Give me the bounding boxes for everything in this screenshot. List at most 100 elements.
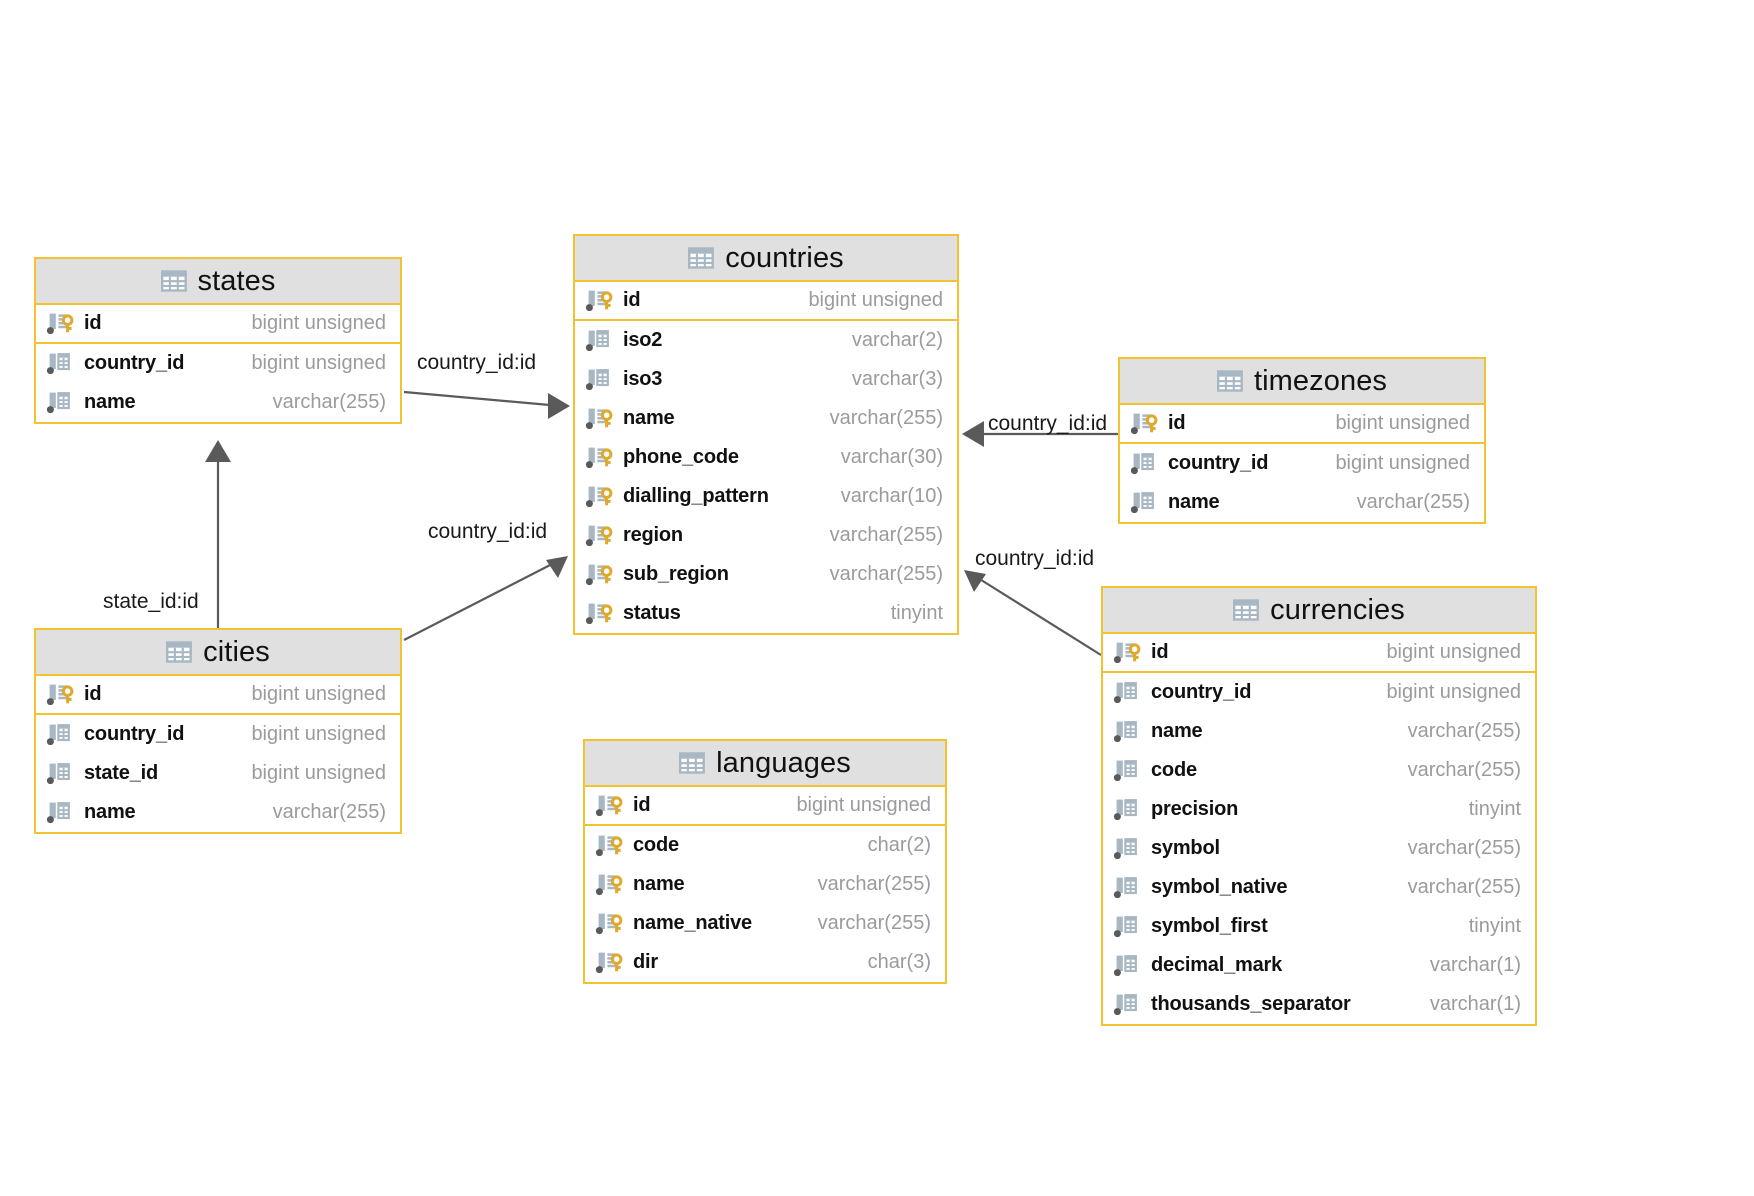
field-row[interactable]: name varchar(255): [36, 383, 400, 422]
field-name: country_id: [84, 723, 185, 745]
field-row[interactable]: code varchar(255): [1103, 751, 1535, 790]
field-name: decimal_mark: [1151, 954, 1283, 976]
relationship-arrowhead: [548, 393, 570, 419]
field-name: region: [623, 524, 683, 546]
table-header-cities[interactable]: cities: [36, 630, 400, 676]
field-type: bigint unsigned: [1335, 412, 1470, 434]
relationship-cities-countries: [403, 556, 568, 641]
field-type: varchar(10): [840, 485, 943, 507]
table-grid-icon: [1233, 599, 1260, 621]
column-icon: [1113, 915, 1137, 937]
field-row[interactable]: name varchar(255): [36, 793, 400, 832]
column-icon: [1113, 993, 1137, 1015]
field-name: country_id: [84, 352, 185, 374]
field-row[interactable]: country_id bigint unsigned: [36, 715, 400, 754]
table-grid-icon: [166, 641, 193, 663]
table-grid-icon: [1216, 370, 1243, 392]
field-type: bigint unsigned: [796, 794, 931, 816]
column-icon: [1113, 759, 1137, 781]
field-type: varchar(1): [1429, 954, 1521, 976]
field-row[interactable]: id bigint unsigned: [36, 305, 400, 344]
field-type: tinyint: [1468, 798, 1521, 820]
field-name: name: [1151, 720, 1203, 742]
field-name: id: [84, 312, 102, 334]
table-title: currencies: [1270, 593, 1405, 626]
column-icon: [1130, 452, 1154, 474]
column-key-icon: [585, 486, 613, 507]
field-type: varchar(255): [829, 524, 943, 546]
field-type: varchar(255): [272, 801, 386, 823]
field-type: bigint unsigned: [251, 312, 386, 334]
relationship-cities-states: [205, 440, 231, 628]
field-row[interactable]: name_native varchar(255): [585, 904, 945, 943]
field-type: bigint unsigned: [251, 723, 386, 745]
column-key-icon: [585, 290, 613, 311]
field-row[interactable]: decimal_mark varchar(1): [1103, 946, 1535, 985]
field-row[interactable]: region varchar(255): [575, 516, 957, 555]
table-header-currencies[interactable]: currencies: [1103, 588, 1535, 634]
table-header-countries[interactable]: countries: [575, 236, 957, 282]
field-type: varchar(255): [272, 391, 386, 413]
column-icon: [46, 352, 70, 374]
field-name: code: [1151, 759, 1197, 781]
field-name: name: [84, 801, 136, 823]
field-name: phone_code: [623, 446, 739, 468]
field-type: varchar(255): [817, 912, 931, 934]
field-name: code: [633, 834, 679, 856]
field-name: name_native: [633, 912, 752, 934]
table-title: timezones: [1253, 364, 1388, 397]
table-header-timezones[interactable]: timezones: [1120, 359, 1484, 405]
field-name: symbol: [1151, 837, 1220, 859]
field-type: varchar(255): [829, 563, 943, 585]
field-type: varchar(255): [829, 407, 943, 429]
column-icon: [585, 368, 609, 390]
table-grid-icon: [688, 247, 715, 269]
column-key-icon: [585, 447, 613, 468]
field-type: varchar(1): [1429, 993, 1521, 1015]
field-type: varchar(255): [1407, 759, 1521, 781]
table-header-states[interactable]: states: [36, 259, 400, 305]
table-header-languages[interactable]: languages: [585, 741, 945, 787]
table-title: states: [197, 264, 276, 297]
table-title: cities: [203, 635, 270, 668]
column-key-icon: [595, 835, 623, 856]
column-key-icon: [1130, 413, 1158, 434]
field-type: bigint unsigned: [808, 289, 943, 311]
field-name: name: [84, 391, 136, 413]
field-name: state_id: [84, 762, 158, 784]
